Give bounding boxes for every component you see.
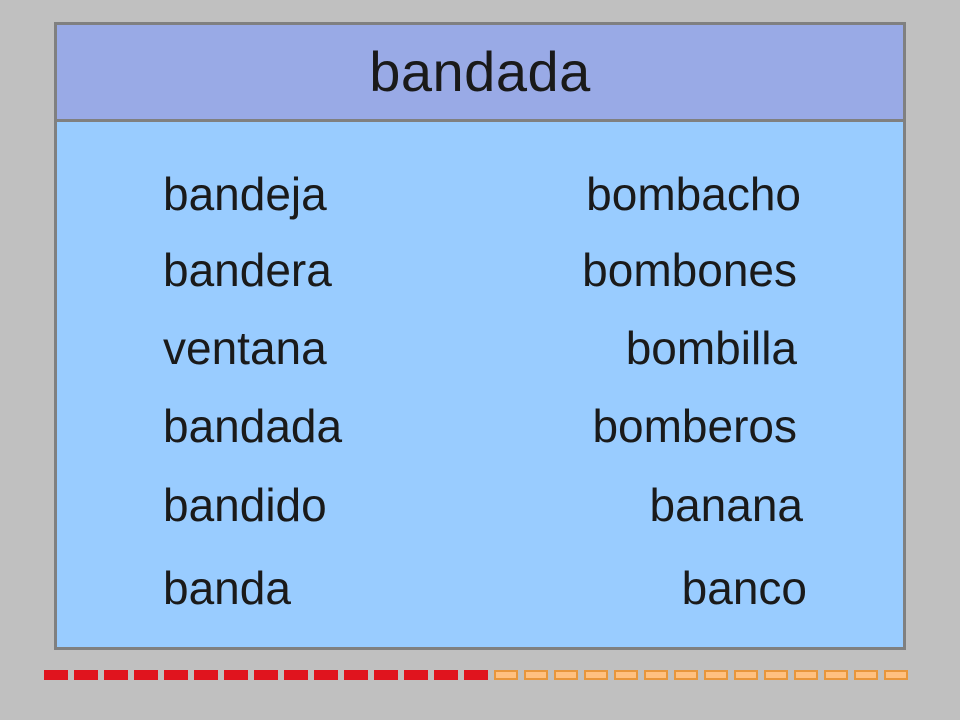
progress-segment-completed <box>314 670 338 680</box>
progress-segment-completed <box>344 670 368 680</box>
progress-segment-completed <box>44 670 68 680</box>
slide-frame: bandada bandeja bandera ventana bandada … <box>54 22 906 650</box>
progress-segment-completed <box>74 670 98 680</box>
progress-segment-remaining <box>854 670 878 680</box>
left-word-2: bandera <box>163 244 332 296</box>
progress-segment-remaining <box>494 670 518 680</box>
progress-segment-remaining <box>824 670 848 680</box>
right-word-2: bombones <box>582 244 797 296</box>
progress-segment-remaining <box>584 670 608 680</box>
right-word-1: bombacho <box>586 168 801 220</box>
progress-segment-remaining <box>884 670 908 680</box>
progress-segment-completed <box>134 670 158 680</box>
left-word-6: banda <box>163 562 291 614</box>
progress-segment-remaining <box>764 670 788 680</box>
slide-progress-bar <box>44 670 920 680</box>
progress-segment-remaining <box>524 670 548 680</box>
progress-segment-remaining <box>674 670 698 680</box>
left-word-5: bandido <box>163 479 327 531</box>
progress-segment-completed <box>164 670 188 680</box>
progress-segment-completed <box>194 670 218 680</box>
right-word-3: bombilla <box>625 322 797 374</box>
left-word-4: bandada <box>163 400 343 452</box>
progress-segment-remaining <box>554 670 578 680</box>
progress-segment-remaining <box>704 670 728 680</box>
progress-segment-completed <box>284 670 308 680</box>
slide-title: bandada <box>369 40 591 103</box>
right-word-6: banco <box>681 562 807 614</box>
progress-segment-completed <box>254 670 278 680</box>
progress-segment-completed <box>464 670 488 680</box>
progress-segment-remaining <box>644 670 668 680</box>
progress-segment-completed <box>404 670 428 680</box>
progress-segment-remaining <box>614 670 638 680</box>
left-word-3: ventana <box>163 322 327 374</box>
progress-segment-remaining <box>734 670 758 680</box>
progress-segment-completed <box>104 670 128 680</box>
progress-segment-completed <box>224 670 248 680</box>
progress-segment-remaining <box>794 670 818 680</box>
right-word-5: banana <box>649 479 804 531</box>
left-word-1: bandeja <box>163 168 327 220</box>
progress-segment-completed <box>374 670 398 680</box>
right-word-4: bomberos <box>592 400 797 452</box>
progress-segment-completed <box>434 670 458 680</box>
slide-header: bandada <box>57 25 903 122</box>
